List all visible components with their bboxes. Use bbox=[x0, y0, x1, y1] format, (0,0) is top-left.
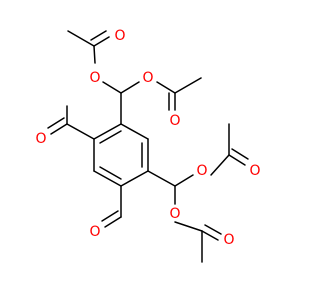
ring-bond bbox=[120, 170, 149, 187]
oxygen-atom-label: O bbox=[142, 70, 153, 86]
bond bbox=[47, 117, 65, 129]
bond bbox=[93, 36, 110, 47]
oxygen-atom-label: O bbox=[89, 70, 100, 86]
bond-layer bbox=[47, 30, 249, 263]
ring-bond bbox=[120, 123, 149, 140]
bond bbox=[90, 30, 107, 41]
oxygen-atom-label: O bbox=[196, 163, 207, 179]
ring-bond bbox=[93, 123, 122, 140]
bond bbox=[102, 81, 122, 94]
bond bbox=[120, 81, 140, 94]
ring-bond bbox=[99, 166, 122, 180]
bond bbox=[104, 216, 122, 228]
bond bbox=[66, 123, 95, 140]
ring-bond bbox=[99, 130, 122, 144]
bond bbox=[231, 148, 249, 160]
bond bbox=[50, 123, 68, 135]
oxygen-atom-label: O bbox=[89, 224, 100, 240]
bond bbox=[67, 30, 95, 47]
oxygen-atom-label: O bbox=[35, 131, 46, 147]
oxygen-atom-label: O bbox=[249, 163, 260, 179]
ring-bond bbox=[93, 170, 122, 187]
bond bbox=[210, 154, 230, 176]
oxygen-atom-label: O bbox=[169, 113, 180, 129]
bond bbox=[147, 170, 176, 187]
oxygen-atom-label: O bbox=[169, 206, 180, 222]
bond bbox=[93, 45, 96, 64]
bond bbox=[201, 230, 219, 241]
bond bbox=[156, 81, 176, 94]
atom-labels: O O O O O O O O O O bbox=[35, 28, 260, 248]
bond bbox=[101, 210, 119, 222]
bond bbox=[174, 221, 203, 232]
bond bbox=[204, 224, 222, 235]
bond bbox=[228, 154, 246, 166]
molecule-structure: O O O O O O O O O O bbox=[35, 28, 261, 263]
bond bbox=[174, 174, 194, 187]
oxygen-atom-label: O bbox=[223, 232, 234, 248]
oxygen-atom-label: O bbox=[114, 28, 125, 44]
bond bbox=[174, 77, 202, 94]
